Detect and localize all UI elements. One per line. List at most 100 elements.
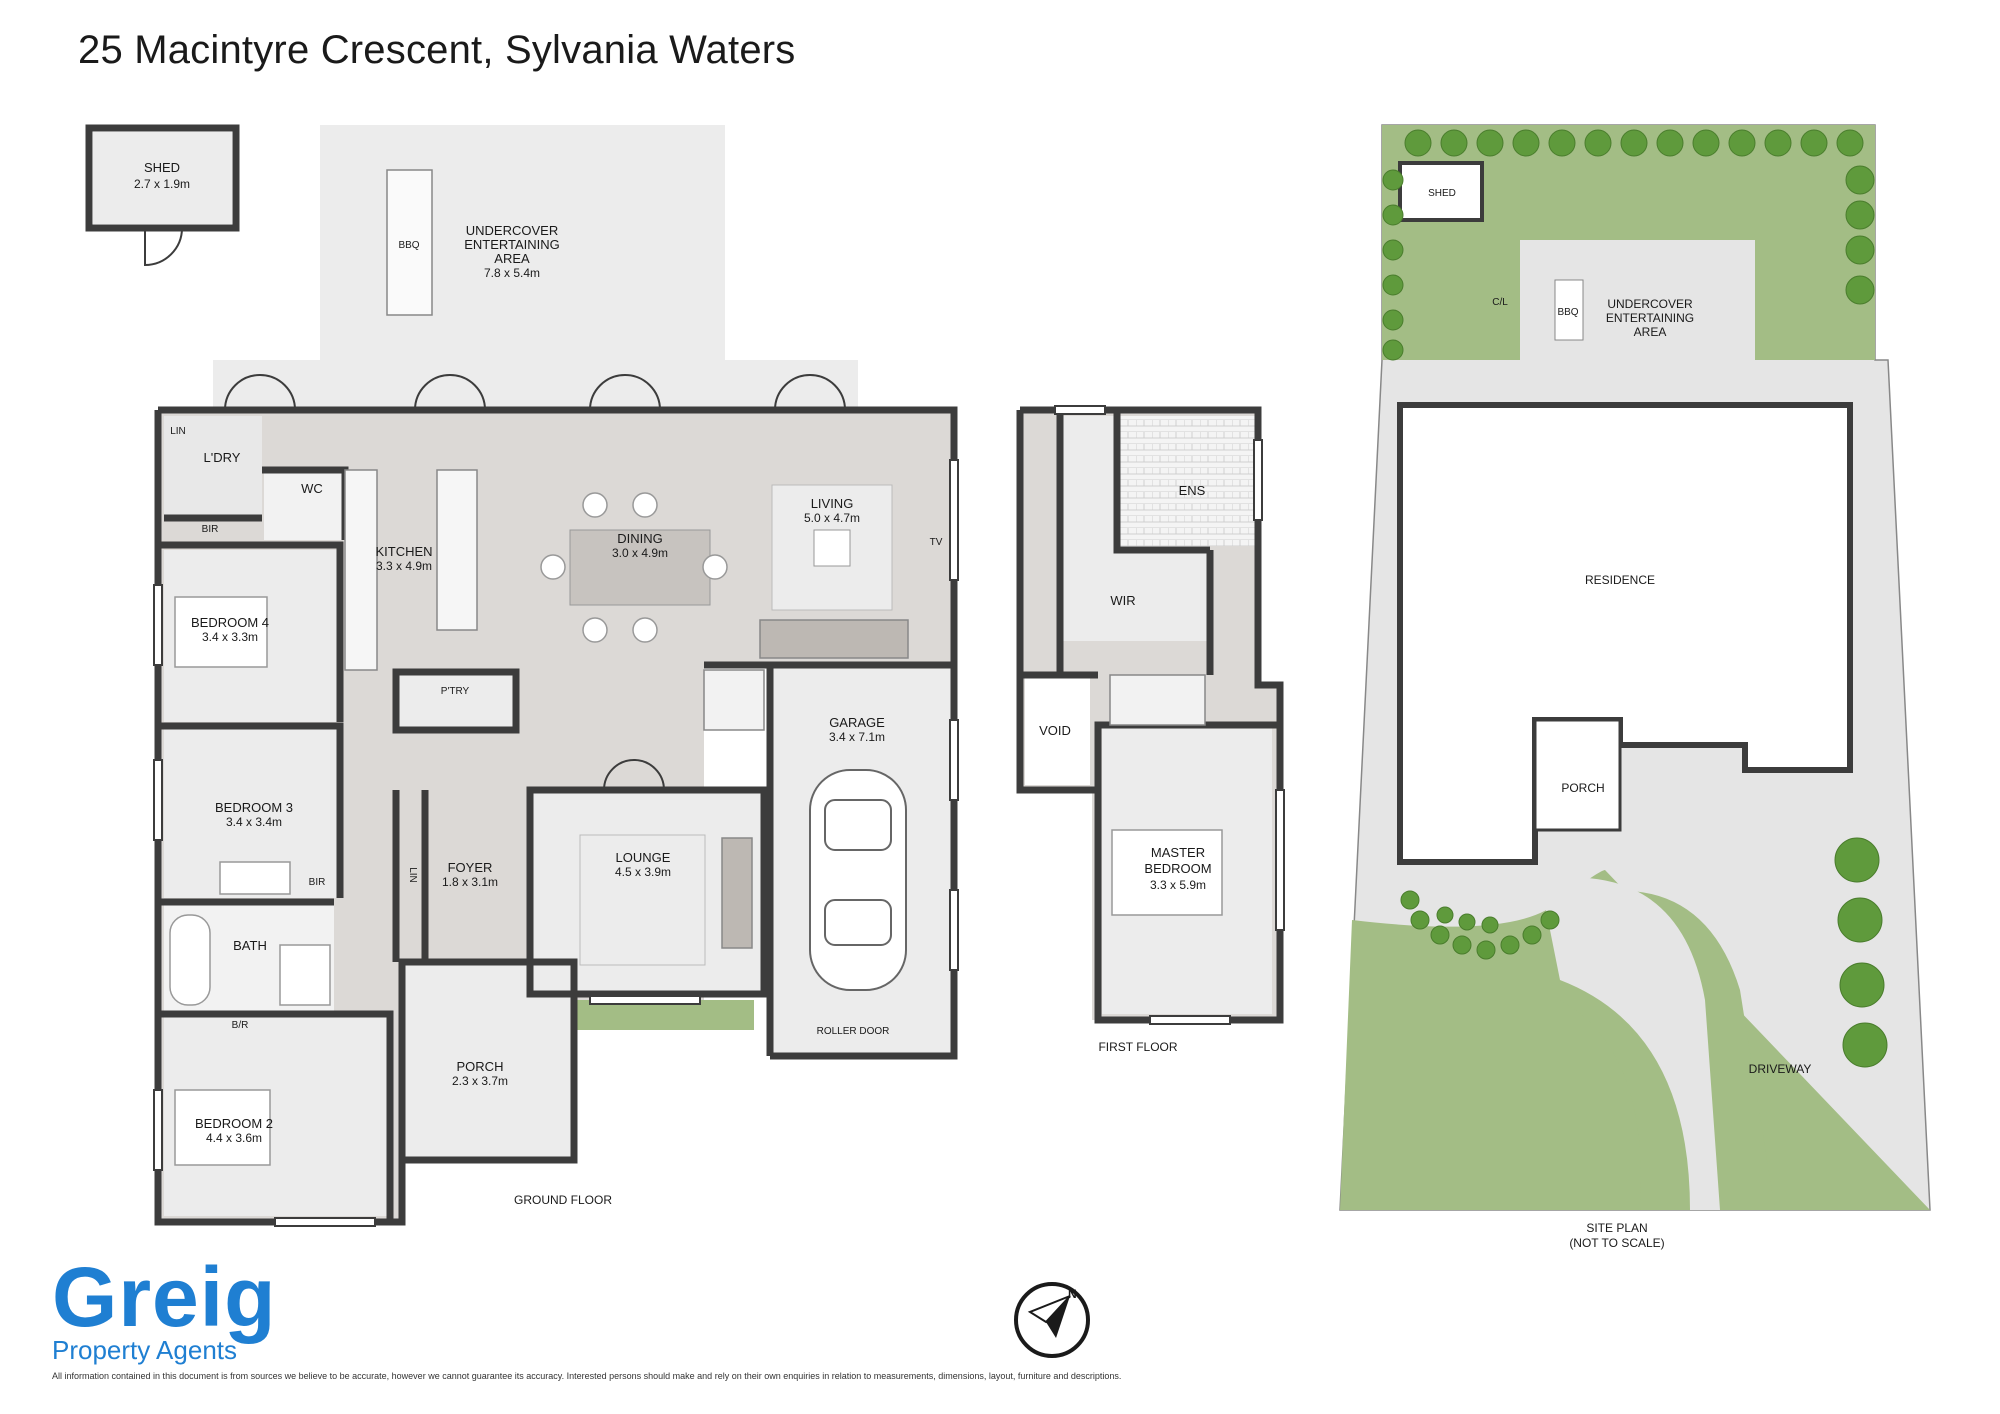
- rear-french-doors: [224, 374, 846, 791]
- ground-floor-windows: [153, 459, 959, 1227]
- shed-label: SHED: [144, 160, 180, 175]
- first-floor-plan: [1016, 405, 1285, 1025]
- site-bbq: [1554, 279, 1584, 341]
- living-label: LIVING: [811, 496, 854, 511]
- kitchen-dims: 3.3 x 4.9m: [376, 559, 432, 573]
- bedroom4-dims: 3.4 x 3.3m: [202, 630, 258, 644]
- site-bbq-label: BBQ: [1557, 307, 1578, 318]
- foyer-dims: 1.8 x 3.1m: [442, 875, 498, 889]
- ground-floor-label: GROUND FLOOR: [514, 1193, 612, 1207]
- garage-dims: 3.4 x 7.1m: [829, 730, 885, 744]
- void-label: VOID: [1039, 723, 1071, 738]
- bedroom3-dims: 3.4 x 3.4m: [226, 815, 282, 829]
- living-dims: 5.0 x 4.7m: [804, 511, 860, 525]
- wir-room-lower: [1060, 546, 1210, 641]
- site-plan-label-2: (NOT TO SCALE): [1569, 1236, 1664, 1250]
- bbq-label: BBQ: [398, 240, 419, 251]
- entertaining-line1: UNDERCOVER: [466, 223, 558, 238]
- site-entertaining-2: ENTERTAINING: [1606, 311, 1694, 325]
- ground-floor-plan: [85, 124, 959, 1227]
- compass-north-label: N: [1068, 1287, 1077, 1301]
- laundry-label: L'DRY: [204, 450, 241, 465]
- lounge-dims: 4.5 x 3.9m: [615, 865, 671, 879]
- entertaining-line2: ENTERTAINING: [464, 237, 560, 252]
- driveway-strip: [1540, 877, 1720, 1210]
- logo-subtitle: Property Agents: [52, 1335, 237, 1365]
- first-floor-windows: [1054, 405, 1285, 1025]
- site-driveway-label: DRIVEWAY: [1749, 1062, 1812, 1076]
- pantry-room: [396, 673, 516, 729]
- shed-walls: [85, 124, 240, 232]
- site-residence-label: RESIDENCE: [1585, 573, 1655, 587]
- master-dims: 3.3 x 5.9m: [1150, 878, 1206, 892]
- site-porch: [1533, 718, 1622, 832]
- wc-room: [264, 470, 344, 540]
- site-entertaining-3: AREA: [1634, 325, 1667, 339]
- site-hedge-trees: [1382, 129, 1888, 1068]
- shower: [279, 944, 331, 1006]
- dining-label: DINING: [617, 531, 663, 546]
- site-plan-label-1: SITE PLAN: [1586, 1221, 1647, 1235]
- disclaimer-text: All information contained in this docume…: [52, 1371, 1122, 1381]
- first-floor-stairs: [1109, 674, 1206, 726]
- bath-label: BATH: [233, 938, 267, 953]
- dining-chairs: [540, 492, 728, 643]
- floor-plan-labels: SHED 2.7 x 1.9m BBQ UNDERCOVER ENTERTAIN…: [134, 160, 1811, 1250]
- laundry-room: [164, 416, 262, 516]
- logo-wordmark: Greig: [52, 1250, 277, 1344]
- living-sofa: [759, 619, 909, 659]
- bedroom2-label: BEDROOM 2: [195, 1116, 273, 1131]
- site-cl-label: C/L: [1492, 297, 1508, 308]
- shed-floor: [93, 132, 232, 224]
- roller-door-label: ROLLER DOOR: [817, 1026, 890, 1037]
- pantry-label: P'TRY: [441, 686, 470, 697]
- bbq-counter: [386, 169, 433, 316]
- lounge-sofa: [721, 837, 753, 949]
- bedroom2-bir-label: B/R: [232, 1020, 249, 1031]
- lounge-rug: [579, 834, 706, 966]
- rear-lawn: [1382, 125, 1875, 360]
- brand-logo[interactable]: Greig Property Agents: [52, 1255, 276, 1365]
- ens-label: ENS: [1179, 483, 1206, 498]
- wc-label: WC: [301, 481, 323, 496]
- entertaining-line3: AREA: [494, 251, 530, 266]
- bedroom4-label: BEDROOM 4: [191, 615, 269, 630]
- ens-room: [1120, 416, 1255, 546]
- page-title: 25 Macintyre Crescent, Sylvania Waters: [78, 28, 796, 72]
- garage-car: [809, 769, 907, 991]
- site-porch-label: PORCH: [1561, 781, 1604, 795]
- shed-dims: 2.7 x 1.9m: [134, 177, 190, 191]
- entertaining-dims: 7.8 x 5.4m: [484, 266, 540, 280]
- beds-ground-floor: [174, 596, 291, 1166]
- bedroom2-dims: 4.4 x 3.6m: [206, 1131, 262, 1145]
- lin-top-label: LIN: [170, 426, 186, 437]
- dining-table: [569, 529, 711, 606]
- bedroom3-label: BEDROOM 3: [215, 800, 293, 815]
- porch-label: PORCH: [457, 1059, 504, 1074]
- master-label-1: MASTER: [1151, 845, 1205, 860]
- site-plan: [1339, 124, 1931, 1211]
- bir-label: BIR: [202, 524, 219, 535]
- first-floor-label: FIRST FLOOR: [1098, 1040, 1177, 1054]
- lounge-label: LOUNGE: [616, 850, 671, 865]
- kitchen-bench: [344, 469, 378, 671]
- compass-icon: N: [1014, 1282, 1090, 1358]
- foyer-lin-label: LIN: [407, 867, 418, 883]
- master-label-2: BEDROOM: [1144, 861, 1211, 876]
- bathtub: [169, 914, 211, 1006]
- bedroom3-bir-label: BIR: [309, 877, 326, 888]
- master-bed: [1111, 829, 1223, 916]
- rear-terrace: [213, 360, 858, 410]
- kitchen-label: KITCHEN: [375, 544, 432, 559]
- tv-label: TV: [930, 537, 943, 548]
- shed-door-swing: [144, 227, 183, 267]
- foyer-label: FOYER: [448, 860, 493, 875]
- ground-stairs: [703, 669, 765, 731]
- wir-label: WIR: [1110, 593, 1135, 608]
- dining-dims: 3.0 x 4.9m: [612, 546, 668, 560]
- garage-label: GARAGE: [829, 715, 885, 730]
- kitchen-island: [436, 469, 478, 631]
- porch-dims: 2.3 x 3.7m: [452, 1074, 508, 1088]
- site-shed-label: SHED: [1428, 188, 1456, 199]
